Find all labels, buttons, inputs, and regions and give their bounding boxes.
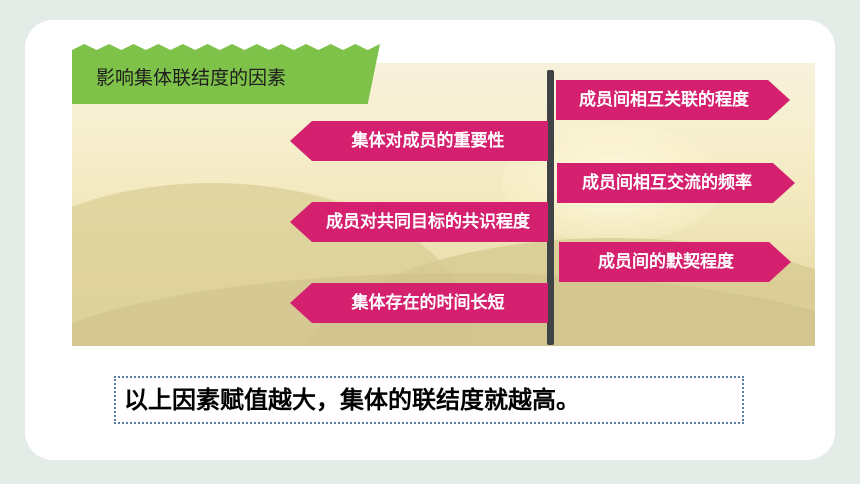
slide-title: 影响集体联结度的因素 [96, 67, 287, 89]
sign-left-3: 集体存在的时间长短 [290, 283, 548, 323]
sign-left-2: 成员对共同目标的共识程度 [290, 202, 548, 242]
title-banner [72, 44, 380, 104]
summary-text-box: 以上因素赋值越大，集体的联结度就越高。 [114, 376, 744, 424]
sign-right-2: 成员间相互交流的频率 [557, 163, 795, 203]
signpost-pole [547, 70, 554, 345]
sign-right-3: 成员间的默契程度 [559, 242, 791, 282]
sign-left-1: 集体对成员的重要性 [290, 121, 548, 161]
sign-right-1: 成员间相互关联的程度 [556, 80, 790, 120]
